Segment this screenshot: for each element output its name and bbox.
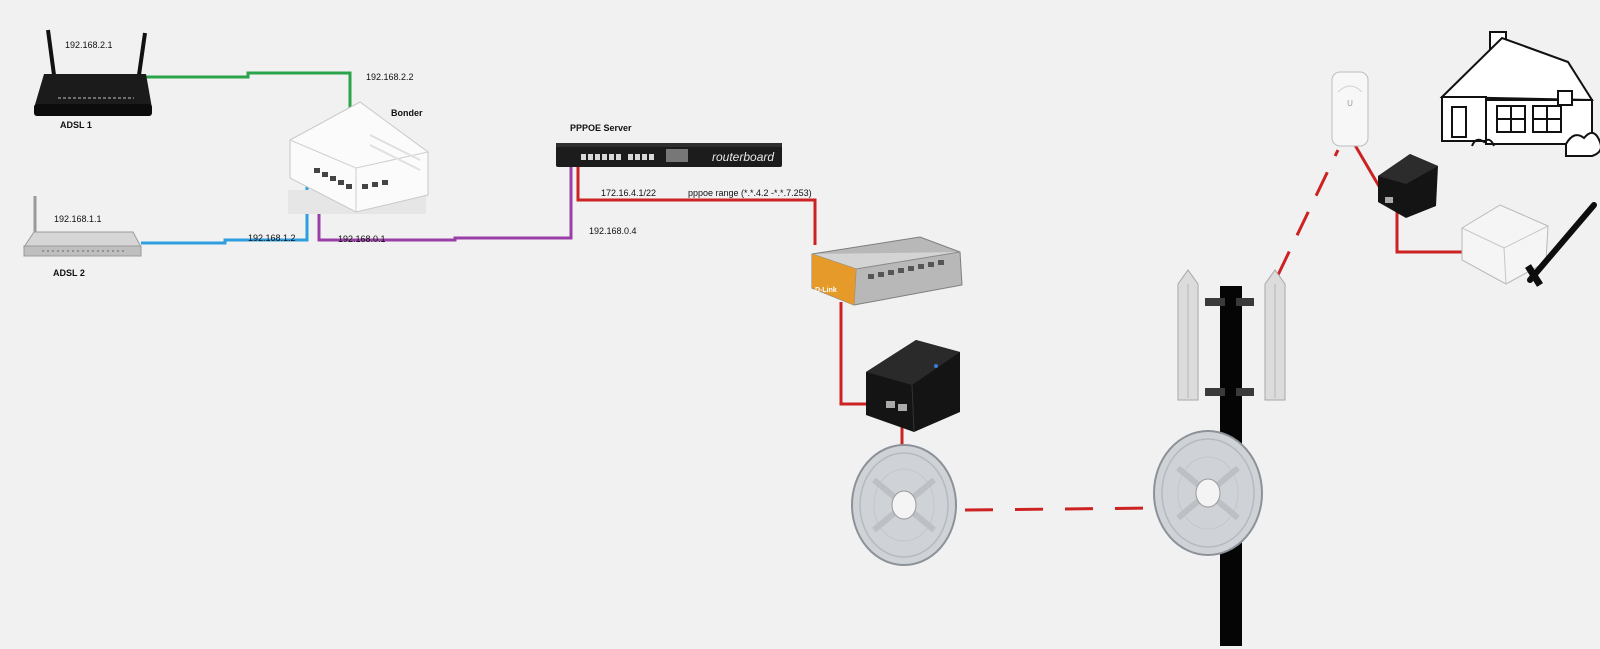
switch-poe-link [839,302,875,406]
poe-injector-client [1378,154,1438,218]
bonder-adsl2-ip-label: 192.168.1.2 [248,233,296,243]
sector-antenna-right [1264,269,1286,401]
pppoe-server-router [556,143,782,167]
poe-injector-local [866,340,960,433]
adsl1-label: ADSL 1 [60,120,92,130]
pppoe-server-label: PPPOE Server [570,123,632,133]
dlink-brand-label: D-Link [815,287,837,294]
adsl2-ip-label: 192.168.1.1 [54,214,102,224]
dish-dish-wireless-link [964,506,1158,512]
adsl2-router [23,196,142,257]
sector-cpe-wireless-link [1276,149,1340,276]
dish-antenna-tower [1153,430,1263,556]
dish-antenna-local [851,444,957,566]
bonder-server-link [317,160,573,242]
poe-router-link [1395,210,1475,254]
dlink-switch [811,236,963,306]
pppoe-range-label: pppoe range (*.*.4.2 -*.*.7.253) [688,188,812,198]
bonder-server-ip-label: 192.168.0.1 [338,234,386,244]
cpe-antenna: U [1331,71,1369,147]
adsl1-router [34,29,152,116]
bonder-adsl1-ip-label: 192.168.2.2 [366,72,414,82]
sector-antenna-left [1177,269,1199,401]
server-bonder-ip-label: 192.168.0.4 [589,226,637,236]
adsl1-ip-label: 192.168.2.1 [65,40,113,50]
adsl2-label: ADSL 2 [53,268,85,278]
server-lan-ip-label: 172.16.4.1/22 [601,188,657,198]
bonder-label: Bonder [391,108,423,118]
svg-text:U: U [1347,99,1353,108]
server-switch-link [576,160,817,245]
house-drawing [1439,31,1600,157]
bonder-router [288,101,429,214]
wireless-router [1461,202,1597,287]
routerboard-brand-label: routerboard [712,150,775,164]
